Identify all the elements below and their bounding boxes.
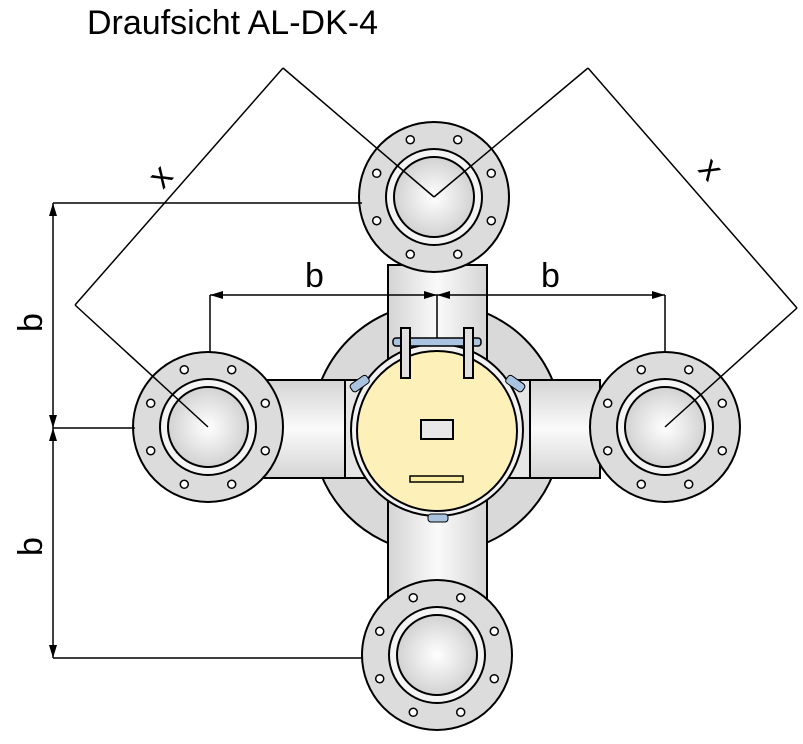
clamp-bottom — [427, 513, 449, 523]
bolt-hole-icon — [452, 249, 463, 260]
bolt-hole-icon — [717, 445, 728, 456]
bolt-hole-icon — [408, 707, 419, 718]
lid-handle — [420, 419, 454, 440]
dim-label-b-left-lower: b — [12, 537, 50, 556]
flange-bottom — [361, 579, 513, 731]
hinge — [392, 295, 482, 379]
bolt-hole-icon — [374, 673, 385, 684]
bolt-hole-icon — [405, 249, 416, 260]
bolt-hole-icon — [452, 134, 463, 145]
dim-label-x-left: x — [141, 157, 181, 195]
lid-label-plate — [409, 475, 464, 483]
bolt-hole-icon — [374, 626, 385, 637]
clamp-right — [505, 374, 526, 393]
bolt-hole-icon — [455, 707, 466, 718]
bolt-hole-icon — [602, 398, 613, 409]
bolt-hole-icon — [683, 479, 694, 490]
bolt-hole-icon — [636, 364, 647, 375]
dim-label-b-left-upper: b — [12, 313, 50, 332]
bolt-hole-icon — [179, 364, 190, 375]
bolt-hole-icon — [371, 215, 382, 226]
bolt-hole-icon — [145, 398, 156, 409]
arrowheads — [49, 203, 665, 658]
bolt-hole-icon — [486, 215, 497, 226]
clamp-left — [349, 374, 370, 393]
dim-label-x-right: x — [691, 150, 731, 188]
drawing-title: Draufsicht AL-DK-4 — [87, 4, 378, 42]
dim-label-b-top-right: b — [541, 257, 560, 295]
bolt-hole-icon — [226, 479, 237, 490]
bolt-hole-icon — [489, 626, 500, 637]
bolt-hole-icon — [683, 364, 694, 375]
bolt-hole-icon — [226, 364, 237, 375]
bolt-hole-icon — [489, 673, 500, 684]
bolt-hole-icon — [260, 398, 271, 409]
bolt-hole-icon — [145, 445, 156, 456]
bolt-hole-icon — [405, 134, 416, 145]
bolt-hole-icon — [260, 445, 271, 456]
bolt-hole-icon — [455, 592, 466, 603]
bolt-hole-icon — [602, 445, 613, 456]
bolt-hole-icon — [717, 398, 728, 409]
dim-label-b-top-left: b — [305, 257, 324, 295]
bolt-hole-icon — [636, 479, 647, 490]
bolt-hole-icon — [486, 168, 497, 179]
bolt-hole-icon — [371, 168, 382, 179]
bolt-hole-icon — [179, 479, 190, 490]
flange-opening — [396, 614, 478, 696]
bolt-hole-icon — [408, 592, 419, 603]
